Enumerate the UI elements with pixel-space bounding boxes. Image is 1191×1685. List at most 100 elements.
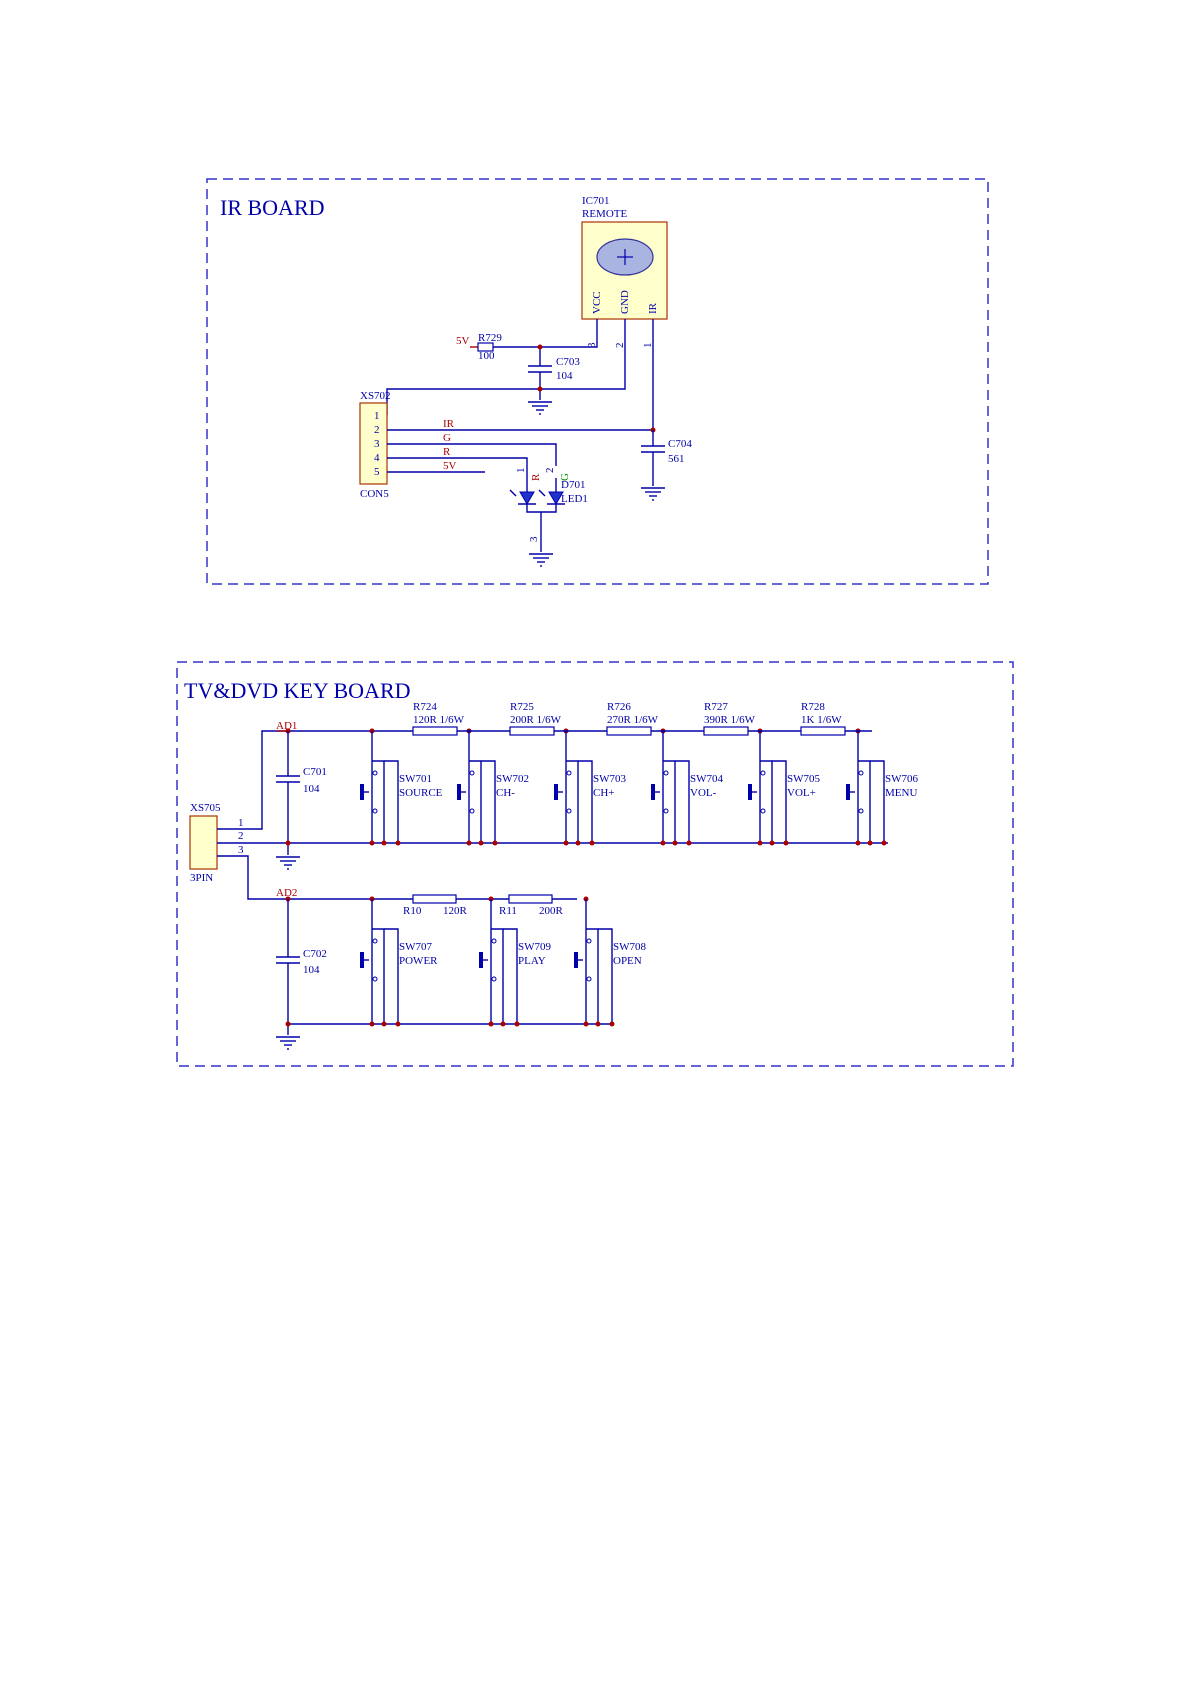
ic701-pin1-num: 1 xyxy=(642,343,654,349)
row1-resistor-ref: R727 xyxy=(704,701,728,713)
xs702-ref: XS702 xyxy=(360,390,391,402)
d701-g-label: G xyxy=(559,473,571,481)
ic701-pin-vcc: VCC xyxy=(591,291,603,314)
net-5v-label: 5V xyxy=(456,335,470,347)
r729-ref: R729 xyxy=(478,332,502,344)
ground-icon xyxy=(528,553,554,567)
row2-resistor-ref: R11 xyxy=(499,905,517,917)
led-red-icon xyxy=(519,491,535,505)
row1-resistor-ref: R726 xyxy=(607,701,631,713)
d701-r-label: R xyxy=(530,473,542,481)
row1-switch-label: SOURCE xyxy=(399,787,443,799)
c702-ref: C702 xyxy=(303,948,327,960)
row2-resistor-ref: R10 xyxy=(403,905,422,917)
ground-icon xyxy=(275,856,301,870)
c703-ref: C703 xyxy=(556,356,580,368)
net-ad2-label: AD2 xyxy=(276,887,297,899)
xs705-pin1: 1 xyxy=(238,817,244,829)
row2-switch-label: POWER xyxy=(399,955,438,967)
row1-resistor-value: 200R 1/6W xyxy=(510,714,562,726)
ir-board-frame xyxy=(206,178,989,585)
d701-pin1-num: 1 xyxy=(515,468,527,474)
row2-switch-ref: SW707 xyxy=(399,941,433,953)
d701-pin3-num: 3 xyxy=(528,536,540,542)
d701-pin2-num: 2 xyxy=(544,468,556,474)
row1-switch-ref: SW701 xyxy=(399,773,432,785)
net-5v-connector-label: 5V xyxy=(443,460,457,472)
row2-resistors: R10 120R R11 200R xyxy=(403,894,564,917)
c703-value: 104 xyxy=(556,370,573,382)
c704-value: 561 xyxy=(668,453,685,465)
row1-resistor-ref: R725 xyxy=(510,701,534,713)
d701-value: LED1 xyxy=(561,493,588,505)
row1-switch-ref: SW702 xyxy=(496,773,529,785)
ground-icon xyxy=(640,487,666,501)
xs705-body xyxy=(189,815,218,870)
row2-resistor-0: R10 120R xyxy=(403,894,468,917)
key-board: TV&DVD KEY BOARD XS705 3PIN 1 2 3 AD1 C7… xyxy=(176,661,1014,1067)
xs702-body xyxy=(359,402,388,485)
xs705-value: 3PIN xyxy=(190,872,213,884)
xs702-value: CON5 xyxy=(360,488,389,500)
xs702-pin3: 3 xyxy=(374,438,380,450)
c701-ref: C701 xyxy=(303,766,327,778)
ic701-pin3-num: 3 xyxy=(586,342,598,348)
ic701-value: REMOTE xyxy=(582,208,628,220)
row1-switch-label: MENU xyxy=(885,787,917,799)
xs705-ref: XS705 xyxy=(190,802,221,814)
ground-icon xyxy=(275,1036,301,1050)
row2-switch-ref: SW708 xyxy=(613,941,647,953)
row2-resistor-value: 200R xyxy=(539,905,564,917)
row2-resistor-1: R11 200R xyxy=(499,894,564,917)
row1-switch-ref: SW705 xyxy=(787,773,821,785)
ic701-ref: IC701 xyxy=(582,195,610,207)
row1-resistor-value: 1K 1/6W xyxy=(801,714,842,726)
key-board-title: TV&DVD KEY BOARD xyxy=(184,678,411,703)
xs702-pin1: 1 xyxy=(374,410,380,422)
row1-resistor-value: 120R 1/6W xyxy=(413,714,465,726)
row1-switch-label: CH- xyxy=(496,787,515,799)
net-ir-label: IR xyxy=(443,418,455,430)
row1-switch-label: VOL- xyxy=(690,787,717,799)
ir-board-title: IR BOARD xyxy=(220,195,325,220)
r729-value: 100 xyxy=(478,350,495,362)
ic701-pin-gnd: GND xyxy=(619,290,631,314)
row1-switch-label: VOL+ xyxy=(787,787,816,799)
xs702-pin5: 5 xyxy=(374,466,380,478)
row1-resistor-ref: R724 xyxy=(413,701,437,713)
r729-body xyxy=(477,342,494,352)
row1-switch-ref: SW706 xyxy=(885,773,919,785)
row1-switch-ref: SW703 xyxy=(593,773,627,785)
net-g-label: G xyxy=(443,432,451,444)
c702-value: 104 xyxy=(303,964,320,976)
row2-switch-label: OPEN xyxy=(613,955,642,967)
xs702-pin2: 2 xyxy=(374,424,380,436)
row2-switch-label: PLAY xyxy=(518,955,546,967)
row1-resistor-ref: R728 xyxy=(801,701,825,713)
c701-value: 104 xyxy=(303,783,320,795)
net-ad1-label: AD1 xyxy=(276,720,297,732)
ic701-pin2-num: 2 xyxy=(614,343,626,349)
net-r-label: R xyxy=(443,446,451,458)
ground-icon xyxy=(527,401,553,415)
xs702-pin4: 4 xyxy=(374,452,380,464)
row2-resistor-value: 120R xyxy=(443,905,468,917)
c704-ref: C704 xyxy=(668,438,692,450)
row2-switch-ref: SW709 xyxy=(518,941,552,953)
